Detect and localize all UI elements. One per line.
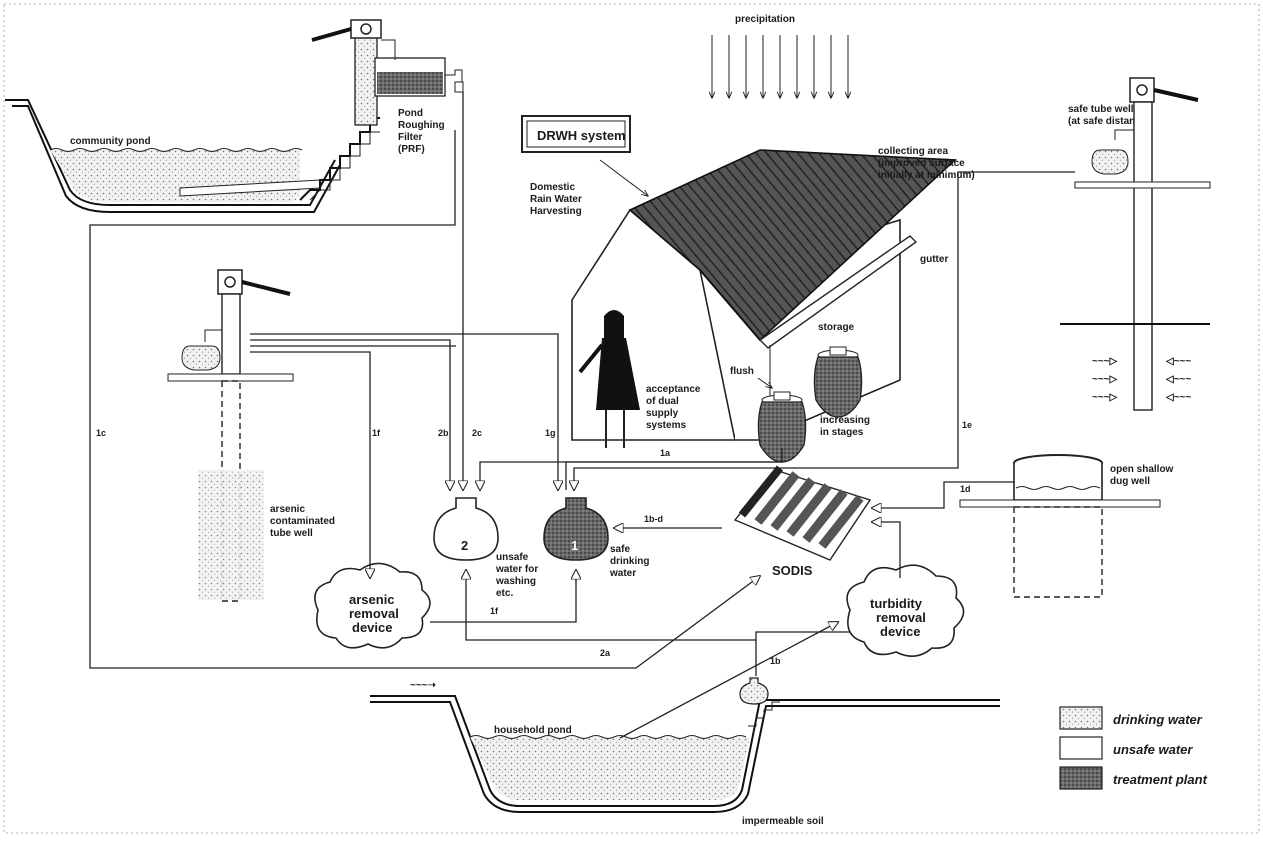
legend-treatment-plant: treatment plant bbox=[1060, 767, 1208, 789]
svg-text:systems: systems bbox=[646, 420, 686, 431]
svg-text:impermeable soil: impermeable soil bbox=[742, 816, 824, 827]
svg-text:removal: removal bbox=[876, 610, 926, 625]
svg-text:~~~▷: ~~~▷ bbox=[1092, 374, 1119, 385]
svg-text:unsafe water: unsafe water bbox=[1113, 742, 1193, 757]
svg-text:1b: 1b bbox=[770, 656, 781, 666]
house: collecting area (improved surface initia… bbox=[572, 146, 975, 462]
svg-text:water for: water for bbox=[495, 564, 538, 575]
svg-text:increasing: increasing bbox=[820, 415, 870, 426]
svg-text:DRWH system: DRWH system bbox=[537, 128, 626, 143]
svg-text:device: device bbox=[352, 620, 392, 635]
svg-text:◁~~~: ◁~~~ bbox=[1165, 374, 1191, 385]
svg-text:~~~➝: ~~~➝ bbox=[410, 680, 437, 691]
svg-text:(PRF): (PRF) bbox=[398, 144, 425, 155]
svg-text:flush: flush bbox=[730, 366, 754, 377]
precipitation-label: precipitation bbox=[735, 14, 795, 25]
svg-text:arsenic: arsenic bbox=[270, 504, 305, 515]
rain-arrows bbox=[712, 35, 848, 98]
svg-text:1f: 1f bbox=[490, 606, 499, 616]
household-pond: ~~~➝ household pond impermeable soil bbox=[370, 678, 1000, 827]
svg-text:~~~▷: ~~~▷ bbox=[1092, 392, 1119, 403]
svg-text:1b-d: 1b-d bbox=[644, 514, 663, 524]
jar-1-safe: 1 safe drinking water bbox=[544, 498, 649, 579]
drwh-system-box: DRWH system bbox=[522, 116, 630, 152]
svg-text:tube well: tube well bbox=[270, 528, 313, 539]
svg-text:◁~~~: ◁~~~ bbox=[1165, 356, 1191, 367]
svg-text:drinking water: drinking water bbox=[1113, 712, 1203, 727]
svg-text:gutter: gutter bbox=[920, 254, 948, 265]
legend-unsafe-water: unsafe water bbox=[1060, 737, 1193, 759]
svg-text:1d: 1d bbox=[960, 484, 971, 494]
svg-text:1e: 1e bbox=[962, 420, 972, 430]
legend-drinking-water: drinking water bbox=[1060, 707, 1203, 729]
svg-text:dug well: dug well bbox=[1110, 476, 1150, 487]
svg-text:supply: supply bbox=[646, 408, 679, 419]
svg-text:open shallow: open shallow bbox=[1110, 464, 1174, 475]
svg-text:removal: removal bbox=[349, 606, 399, 621]
svg-text:contaminated: contaminated bbox=[270, 516, 335, 527]
svg-text:(improved surface: (improved surface bbox=[878, 158, 965, 169]
svg-text:Roughing: Roughing bbox=[398, 120, 445, 131]
svg-text:drinking: drinking bbox=[610, 556, 649, 567]
svg-text:collecting area: collecting area bbox=[878, 146, 948, 157]
svg-text:household pond: household pond bbox=[494, 725, 572, 736]
svg-text:treatment plant: treatment plant bbox=[1113, 772, 1208, 787]
community-pond: community pond bbox=[5, 100, 380, 212]
safe-tube-well: safe tube well (at safe distance) ~~~▷ ~… bbox=[1060, 78, 1210, 410]
svg-text:safe tube well: safe tube well bbox=[1068, 104, 1134, 115]
storage-tank-back bbox=[814, 347, 861, 417]
svg-text:SODIS: SODIS bbox=[772, 563, 813, 578]
community-pond-label: community pond bbox=[70, 136, 151, 147]
arsenic-removal-device: arsenic removal device bbox=[315, 563, 430, 647]
svg-text:1a: 1a bbox=[660, 448, 671, 458]
pond-roughing-filter: Pond Roughing Filter (PRF) bbox=[312, 20, 463, 155]
open-shallow-dug-well: open shallow dug well bbox=[960, 455, 1174, 597]
svg-text:Filter: Filter bbox=[398, 132, 423, 143]
svg-text:2a: 2a bbox=[600, 648, 611, 658]
svg-text:unsafe: unsafe bbox=[496, 552, 529, 563]
jar-2-unsafe: 2 unsafe water for washing etc. bbox=[434, 498, 538, 599]
turbidity-removal-device: turbidity removal device bbox=[847, 565, 963, 656]
svg-text:etc.: etc. bbox=[496, 588, 513, 599]
svg-text:in stages: in stages bbox=[820, 427, 864, 438]
svg-text:~~~▷: ~~~▷ bbox=[1092, 356, 1119, 367]
svg-text:Harvesting: Harvesting bbox=[530, 206, 582, 217]
svg-text:1f: 1f bbox=[372, 428, 381, 438]
svg-text:◁~~~: ◁~~~ bbox=[1165, 392, 1191, 403]
svg-text:1: 1 bbox=[571, 538, 578, 553]
svg-text:acceptance: acceptance bbox=[646, 384, 701, 395]
arsenic-tube-well: arsenic contaminated tube well bbox=[168, 270, 335, 601]
svg-text:1c: 1c bbox=[96, 428, 106, 438]
svg-text:Domestic: Domestic bbox=[530, 182, 575, 193]
legend: drinking water unsafe water treatment pl… bbox=[1060, 707, 1208, 789]
sodis-unit: SODIS bbox=[735, 468, 870, 578]
drwh-pointer-arrow bbox=[600, 160, 648, 196]
svg-text:Pond: Pond bbox=[398, 108, 423, 119]
svg-text:water: water bbox=[609, 568, 636, 579]
svg-text:washing: washing bbox=[495, 576, 536, 587]
svg-text:1g: 1g bbox=[545, 428, 556, 438]
svg-text:turbidity: turbidity bbox=[870, 596, 923, 611]
svg-text:2b: 2b bbox=[438, 428, 449, 438]
svg-text:arsenic: arsenic bbox=[349, 592, 395, 607]
svg-text:safe: safe bbox=[610, 544, 630, 555]
svg-text:Rain Water: Rain Water bbox=[530, 194, 582, 205]
svg-text:2: 2 bbox=[461, 538, 468, 553]
svg-text:of dual: of dual bbox=[646, 396, 679, 407]
svg-text:2c: 2c bbox=[472, 428, 482, 438]
svg-text:device: device bbox=[880, 624, 920, 639]
precipitation: precipitation bbox=[712, 14, 848, 98]
svg-text:storage: storage bbox=[818, 322, 855, 333]
